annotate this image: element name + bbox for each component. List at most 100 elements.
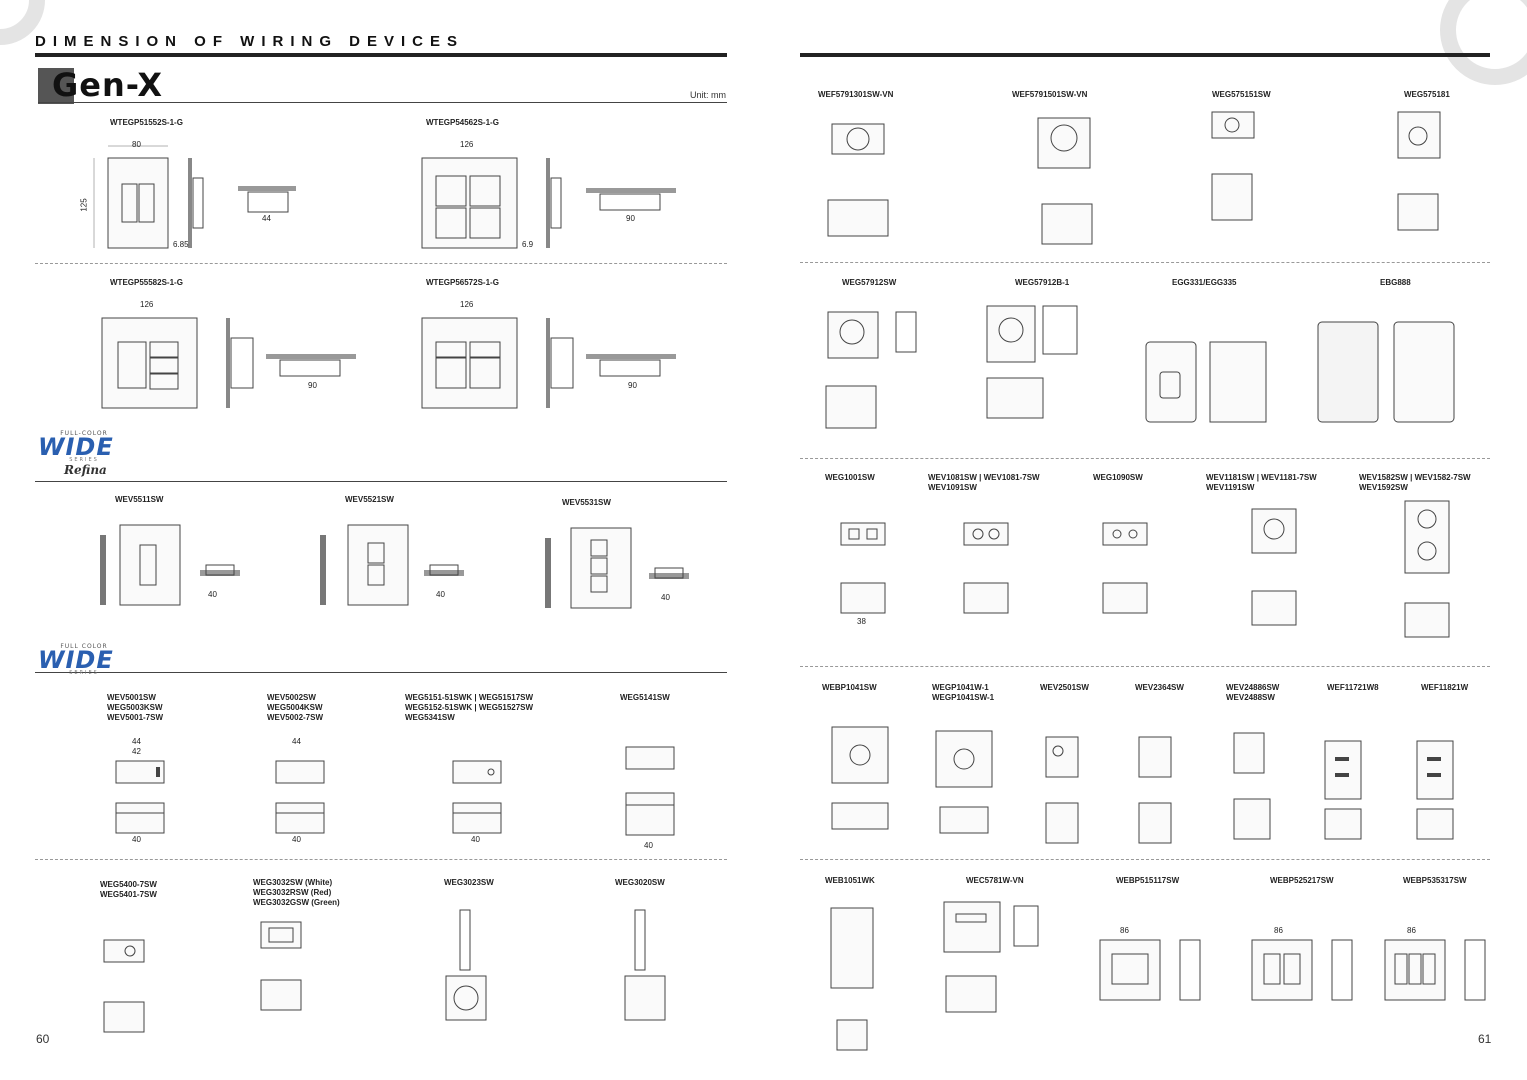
dim-label: 6.9 [522,240,534,249]
device-diagram [445,909,487,1021]
device-label: WTEGP56572S-1-G [426,278,499,287]
logo-underline [38,102,727,103]
dim-label: 44 [262,214,271,223]
dim-label: 40 [644,841,653,850]
device-label: WEV5521SW [345,495,394,504]
divider [800,458,1490,459]
device-label: WEV1181SW | WEV1181-7SW WEV1191SW [1206,473,1317,492]
device-label: WEV5511SW [115,495,164,504]
switch-plate-diagram [93,145,296,249]
device-label: WEG57912B-1 [1015,278,1070,287]
logo-word: WIDE [38,433,114,461]
switch-plate-diagram [1251,939,1353,1001]
switch-diagram [545,527,689,609]
corner-decoration-right [1440,0,1527,85]
page-number-left: 60 [36,1032,50,1046]
logo-caption: FULL COLOR [60,643,108,650]
device-diagram [103,939,145,1033]
logo-square [38,68,74,104]
device-label: WEG5400-7SW WEG5401-7SW [100,880,157,899]
divider [35,859,727,860]
dim-label: 44 [292,737,301,746]
outlet-diagram [1404,500,1450,638]
usb-outlet-diagram [1324,740,1362,840]
device-label: EGG331/EGG335 [1172,278,1237,287]
switch-plate-diagram [1384,939,1486,1001]
unit-label: Unit: mm [690,90,726,100]
device-label: WEV2501SW [1040,683,1089,692]
device-label: WEG3032SW (White) WEG3032RSW (Red) WEG30… [253,878,340,907]
device-label: WEV1582SW | WEV1582-7SW WEV1592SW [1359,473,1471,492]
device-label: WEV24886SW WEV2488SW [1226,683,1280,702]
switch-diagram [100,524,240,606]
dim-label: 126 [140,300,154,309]
divider [800,859,1490,860]
dimmer-diagram [1397,111,1441,231]
card-switch-diagram [943,901,1039,1013]
dim-label: 42 [132,747,141,756]
dimmer-diagram [1211,111,1255,221]
wide-refina-logo: FULL-COLOR WIDE SERIES Refina [38,430,130,477]
switch-plate-diagram [421,157,676,249]
outlet-diagram [1233,732,1271,840]
device-label: WTEGP51552S-1-G [110,118,183,127]
divider [800,262,1490,263]
header-rule-right [800,53,1490,57]
device-label: WEV2364SW [1135,683,1184,692]
device-label: WEG57912SW [842,278,897,287]
device-label: WEG3020SW [615,878,665,887]
device-label: WEBP515117SW [1116,876,1180,885]
device-label: WEGP1041W-1 WEGP1041SW-1 [932,683,995,702]
outlet-plate-diagram [935,730,993,834]
dim-label: 40 [132,835,141,844]
dim-label: 40 [661,593,670,602]
switch-module-diagram [625,746,675,836]
outlet-diagram [840,522,886,614]
outlet-diagram [1138,736,1172,844]
dim-label: 6.85 [173,240,189,249]
device-label: WEC5781W-VN [966,876,1024,885]
usb-outlet-diagram [1416,740,1454,840]
dim-label: 86 [1407,926,1416,935]
divider [35,672,727,673]
device-label: WEV5002SW WEG5004KSW WEV5002-7SW [267,693,324,722]
outlet-diagram [1102,522,1148,614]
device-label: WEV5001SW WEG5003KSW WEV5001-7SW [107,693,164,722]
device-label: WEG5151-51SWK | WEG51517SW WEG5152-51SWK… [405,693,534,722]
wide-color-logo: FULL COLOR WIDE SERIES [38,643,130,676]
dim-label: 40 [292,835,301,844]
device-diagram [260,921,302,1011]
outlet-plate-diagram [831,726,889,830]
dim-label: 40 [436,590,445,599]
dim-label: 90 [628,381,637,390]
device-label: WEBP1041SW [822,683,877,692]
timer-diagram [825,311,917,429]
device-label: WEG575151SW [1212,90,1271,99]
outlet-diagram [830,907,874,1051]
device-label: WEF11821W [1421,683,1469,692]
dim-label: 80 [132,140,141,149]
device-label: WEV5531SW [562,498,611,507]
switch-diagram [320,524,464,606]
device-label: EBG888 [1380,278,1411,287]
dim-label: 86 [1120,926,1129,935]
dim-label: 40 [471,835,480,844]
device-label: WEV1081SW | WEV1081-7SW WEV1091SW [928,473,1040,492]
doorbell-diagram [1145,341,1267,423]
dim-label: 90 [308,381,317,390]
device-label: WEG1001SW [825,473,875,482]
switch-module-diagram [115,760,165,834]
outlet-diagram [1251,508,1297,626]
dimmer-diagram [827,123,889,237]
logo-sub: Refina [64,463,107,477]
switch-module-diagram [452,760,502,834]
device-label: WEF5791301SW-VN [818,90,894,99]
device-diagram [624,909,666,1021]
doorbell-diagram [1317,321,1455,423]
device-label: WEF11721W8 [1327,683,1379,692]
divider [35,481,727,482]
dim-label: 38 [857,617,866,626]
switch-plate-diagram [421,317,676,409]
logo-text: Gen-X [52,66,164,104]
dim-label: 86 [1274,926,1283,935]
